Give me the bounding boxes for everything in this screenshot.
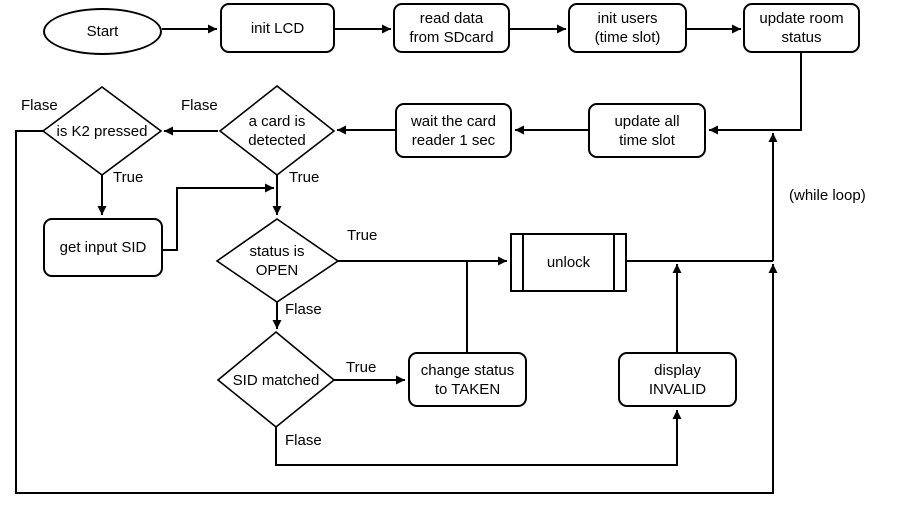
node-start: Start: [43, 8, 162, 55]
node-update-all-line2: time slot: [619, 131, 675, 149]
node-update-all-time-slot: update all time slot: [588, 103, 706, 158]
node-start-label: Start: [86, 23, 119, 40]
edge-label-open-true: True: [347, 227, 378, 244]
edge-label-card-false: Flase: [181, 97, 218, 114]
node-get-input-sid-label: get input SID: [59, 239, 147, 256]
edge-label-card-true: True: [289, 169, 320, 186]
node-update-room-status: update room status: [743, 3, 860, 53]
node-update-room-line1: update room: [759, 10, 844, 27]
node-display-invalid-line2: INVALID: [648, 380, 707, 398]
node-init-users: init users (time slot): [568, 3, 687, 53]
edge-updateroom-updateall: [709, 53, 802, 135]
decision-a-card-detected: [218, 84, 336, 177]
edge-label-k2-true: True: [113, 169, 144, 186]
edge-label-sid-true: True: [346, 359, 377, 376]
node-wait-card-line2: reader 1 sec: [411, 131, 496, 149]
node-init-users-line2: (time slot): [594, 29, 661, 46]
node-display-invalid-line1: display: [654, 361, 701, 379]
decision-sid-matched: [216, 330, 336, 429]
edge-sid-false-invalid: [275, 410, 682, 466]
node-read-data-line1: read data: [419, 10, 484, 27]
node-get-input-sid: get input SID: [43, 218, 163, 277]
decision-is-k2-pressed: [41, 86, 163, 176]
node-init-lcd: init LCD: [220, 3, 335, 53]
node-update-room-line2: status: [781, 29, 822, 46]
node-unlock-label: unlock: [546, 254, 591, 271]
edge-k2-false-outer-loop: [15, 130, 778, 494]
edge-getsid-join: [163, 183, 274, 251]
node-init-users-line1: init users: [597, 10, 658, 27]
decision-status-open: [215, 218, 340, 303]
node-read-data: read data from SDcard: [393, 3, 510, 53]
node-update-all-line1: update all: [614, 112, 680, 130]
node-unlock: unlock: [510, 233, 627, 292]
node-wait-card-line1: wait the card: [410, 112, 497, 130]
node-change-status-taken: change status to TAKEN: [408, 352, 527, 407]
node-wait-card-reader: wait the card reader 1 sec: [395, 103, 512, 158]
edge-label-while-loop: (while loop): [789, 187, 866, 204]
node-change-status-line2: to TAKEN: [434, 380, 501, 398]
edge-label-k2-false: Flase: [21, 97, 58, 114]
node-init-lcd-label: init LCD: [250, 19, 305, 37]
node-change-status-line1: change status: [420, 361, 515, 379]
node-display-invalid: display INVALID: [618, 352, 737, 407]
edge-label-open-false: Flase: [285, 301, 322, 318]
edge-label-sid-false: Flase: [285, 432, 322, 449]
node-read-data-line2: from SDcard: [409, 29, 494, 46]
